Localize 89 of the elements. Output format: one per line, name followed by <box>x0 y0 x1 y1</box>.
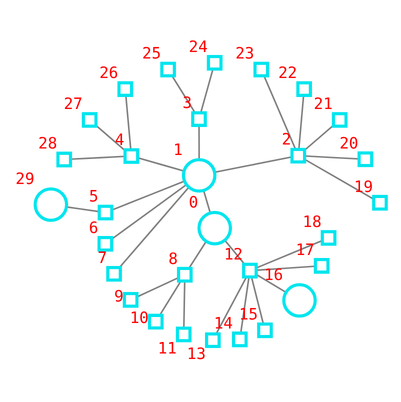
node-box <box>98 204 114 220</box>
node-label: 10 <box>130 308 149 327</box>
node-circle <box>182 158 216 192</box>
node-label: 9 <box>114 286 124 305</box>
node-label: 29 <box>16 168 34 188</box>
node-label: 8 <box>168 248 178 268</box>
node-box <box>332 112 348 128</box>
node-label: 26 <box>99 62 118 82</box>
node-box <box>232 331 248 347</box>
connector <box>138 156 184 172</box>
node-label: 3 <box>182 92 192 112</box>
node-box <box>56 151 72 167</box>
node-label: 5 <box>89 186 98 206</box>
node-label: 4 <box>114 130 124 149</box>
node-label: 24 <box>188 36 208 56</box>
connector <box>214 156 292 173</box>
node-box <box>358 150 374 167</box>
node-box <box>117 80 134 96</box>
node-label: 23 <box>235 43 254 62</box>
connector <box>216 276 248 334</box>
connector <box>66 206 99 212</box>
connector <box>263 75 296 149</box>
node-circle <box>34 186 68 222</box>
node-box <box>176 326 192 342</box>
node-box <box>82 112 98 128</box>
connector <box>224 240 245 264</box>
connector <box>256 264 316 270</box>
node-box <box>320 230 336 246</box>
node-label: 12 <box>224 244 243 264</box>
node-box <box>253 61 270 77</box>
node-label: 11 <box>158 338 177 357</box>
node-label: 28 <box>38 133 58 152</box>
node-label: 17 <box>296 239 315 258</box>
node-box <box>148 313 164 329</box>
node-box <box>176 266 193 282</box>
connector <box>304 124 334 150</box>
node-label: 13 <box>186 344 206 363</box>
node-label: 20 <box>339 132 358 152</box>
node-box <box>124 148 140 164</box>
connector <box>125 96 132 149</box>
node-circle <box>197 210 232 245</box>
node-circle <box>282 282 317 318</box>
connector <box>137 276 178 297</box>
connector <box>240 276 250 332</box>
node-box <box>205 332 221 348</box>
connector <box>198 125 200 159</box>
connector <box>203 190 211 212</box>
node-label: 0 <box>188 192 198 212</box>
node-box <box>206 54 223 70</box>
connector <box>172 75 196 113</box>
node-label: 25 <box>142 43 162 62</box>
node-label: 16 <box>264 264 284 284</box>
node-box <box>160 61 176 77</box>
node-box <box>290 147 306 164</box>
node-label: 7 <box>98 247 108 266</box>
connector <box>304 158 374 200</box>
connector <box>188 240 207 268</box>
node-label: 2 <box>282 129 292 148</box>
node-box <box>191 110 207 126</box>
connector <box>256 240 322 268</box>
node-label: 18 <box>302 211 322 230</box>
connector <box>183 280 186 328</box>
node-label: 1 <box>173 139 183 158</box>
connector <box>112 180 185 210</box>
connector <box>96 124 126 150</box>
connector <box>159 280 182 315</box>
node-label: 21 <box>314 93 333 112</box>
node-label: 6 <box>88 217 98 236</box>
node-box <box>122 292 138 308</box>
node-label: 22 <box>278 62 298 82</box>
connector <box>200 68 214 112</box>
connector <box>119 186 190 268</box>
node-box <box>296 80 312 96</box>
node-label: 15 <box>239 304 258 323</box>
node-label: 19 <box>354 176 373 196</box>
connector <box>298 96 304 149</box>
node-box <box>106 265 122 282</box>
connector <box>250 276 264 324</box>
connector <box>111 184 187 240</box>
node-label: 27 <box>64 93 83 112</box>
connector <box>304 154 358 160</box>
node-box <box>98 235 114 252</box>
connector <box>71 155 125 160</box>
node-label: 14 <box>214 312 233 332</box>
node-box <box>257 322 273 338</box>
node-box <box>242 262 258 278</box>
connector <box>256 273 286 292</box>
node-box <box>372 194 388 210</box>
node-box <box>314 258 330 274</box>
